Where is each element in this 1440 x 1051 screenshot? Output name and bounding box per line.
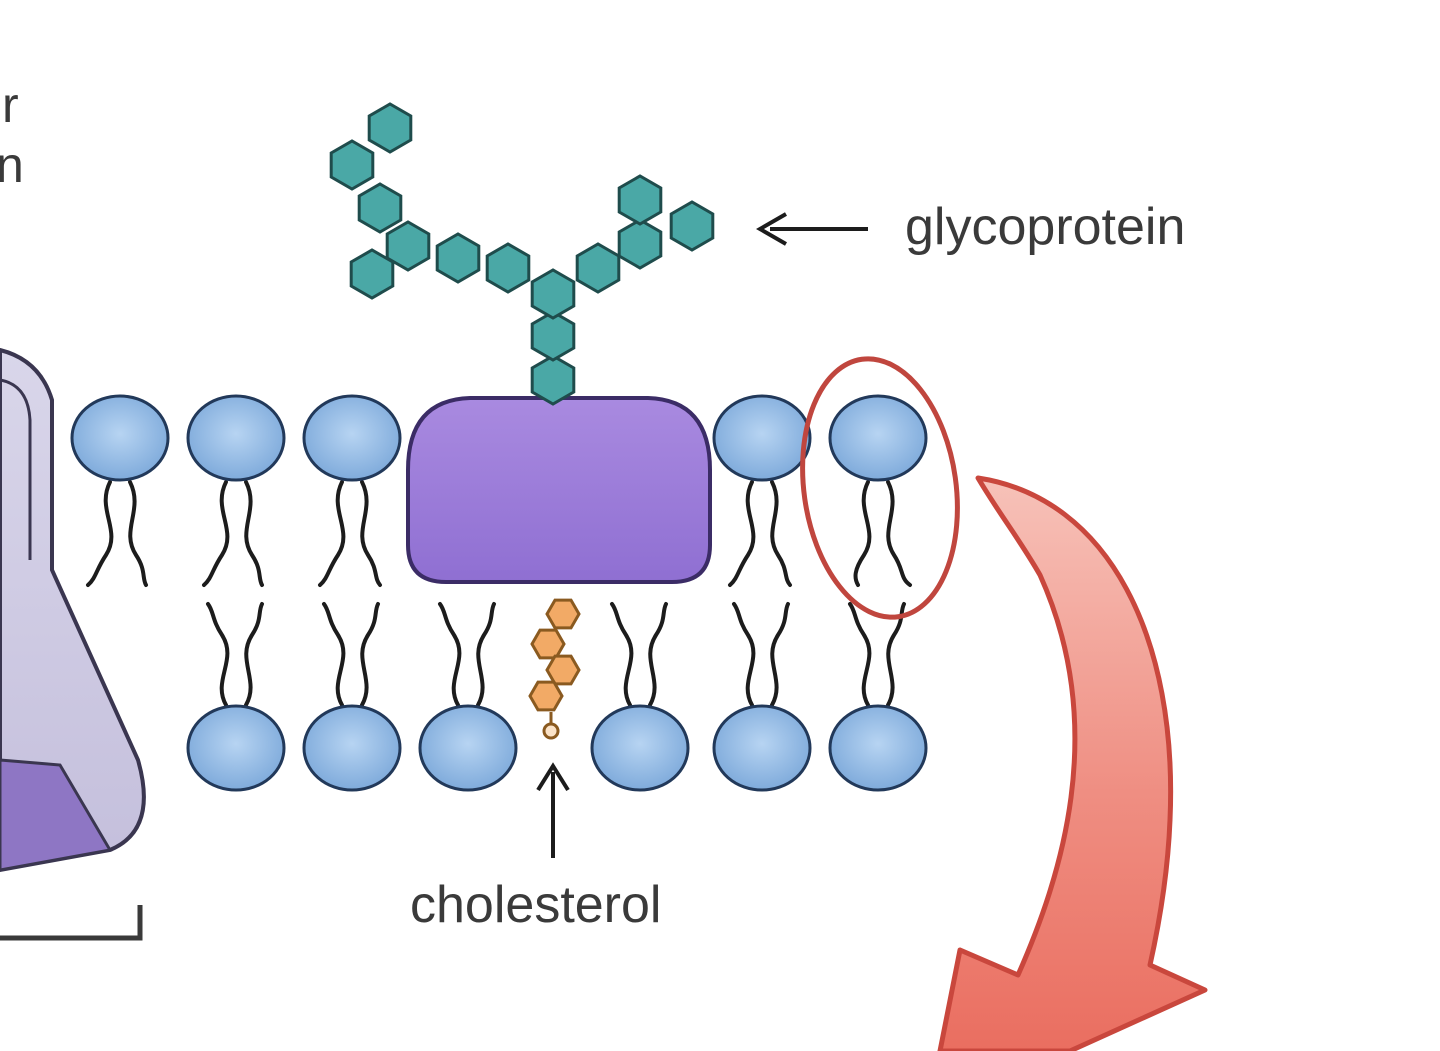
sugar-hexagon (617, 174, 663, 226)
cholesterol-molecule (528, 598, 581, 740)
sugar-hexagon (367, 102, 413, 154)
partial-membrane-protein (0, 347, 146, 873)
sugar-hexagon (435, 232, 481, 284)
sugar-hexagon (530, 354, 576, 406)
phospholipid-upper-2 (186, 394, 286, 587)
sugar-hexagon (669, 200, 715, 252)
phospholipid-upper-1 (70, 394, 170, 587)
sugar-hexagon (357, 182, 403, 234)
sugar-hexagon (329, 139, 375, 191)
curved-arrow-down-icon (937, 475, 1208, 1051)
cholesterol-ring (545, 654, 581, 686)
phospholipid-upper-3 (302, 394, 402, 587)
cut-label-line1: r (2, 77, 19, 133)
phospholipid-lower-5 (712, 602, 812, 792)
bracket-line (0, 905, 143, 941)
phospholipid-lower-6 (828, 602, 928, 792)
sugar-hexagon (349, 248, 395, 300)
phospholipid-lower-1 (186, 602, 286, 792)
sugar-hexagon (617, 218, 663, 270)
phospholipid-lower-3 (418, 602, 518, 792)
sugar-hexagon (530, 268, 576, 320)
cholesterol-ring (528, 680, 564, 712)
sugar-hexagon (530, 310, 576, 362)
glycoprotein-label: glycoprotein (905, 198, 1185, 256)
cholesterol-ring (545, 598, 581, 630)
phospholipid-lower-4 (590, 602, 690, 792)
sugar-hexagon (485, 242, 531, 294)
arrow-up-icon (536, 762, 570, 858)
sugar-hexagon (575, 242, 621, 294)
phospholipid-upper-5 (828, 394, 928, 587)
phospholipid-upper-4 (712, 394, 812, 587)
sugar-hexagon (385, 220, 431, 272)
cut-label-line2: n (0, 137, 24, 193)
membrane-protein (406, 396, 712, 584)
cholesterol-ring (530, 628, 566, 660)
cholesterol-label: cholesterol (410, 876, 661, 934)
carbohydrate-chain (329, 102, 715, 406)
highlight-circle (800, 356, 960, 620)
phospholipid-lower-2 (302, 602, 402, 792)
arrow-left-icon (755, 212, 868, 246)
